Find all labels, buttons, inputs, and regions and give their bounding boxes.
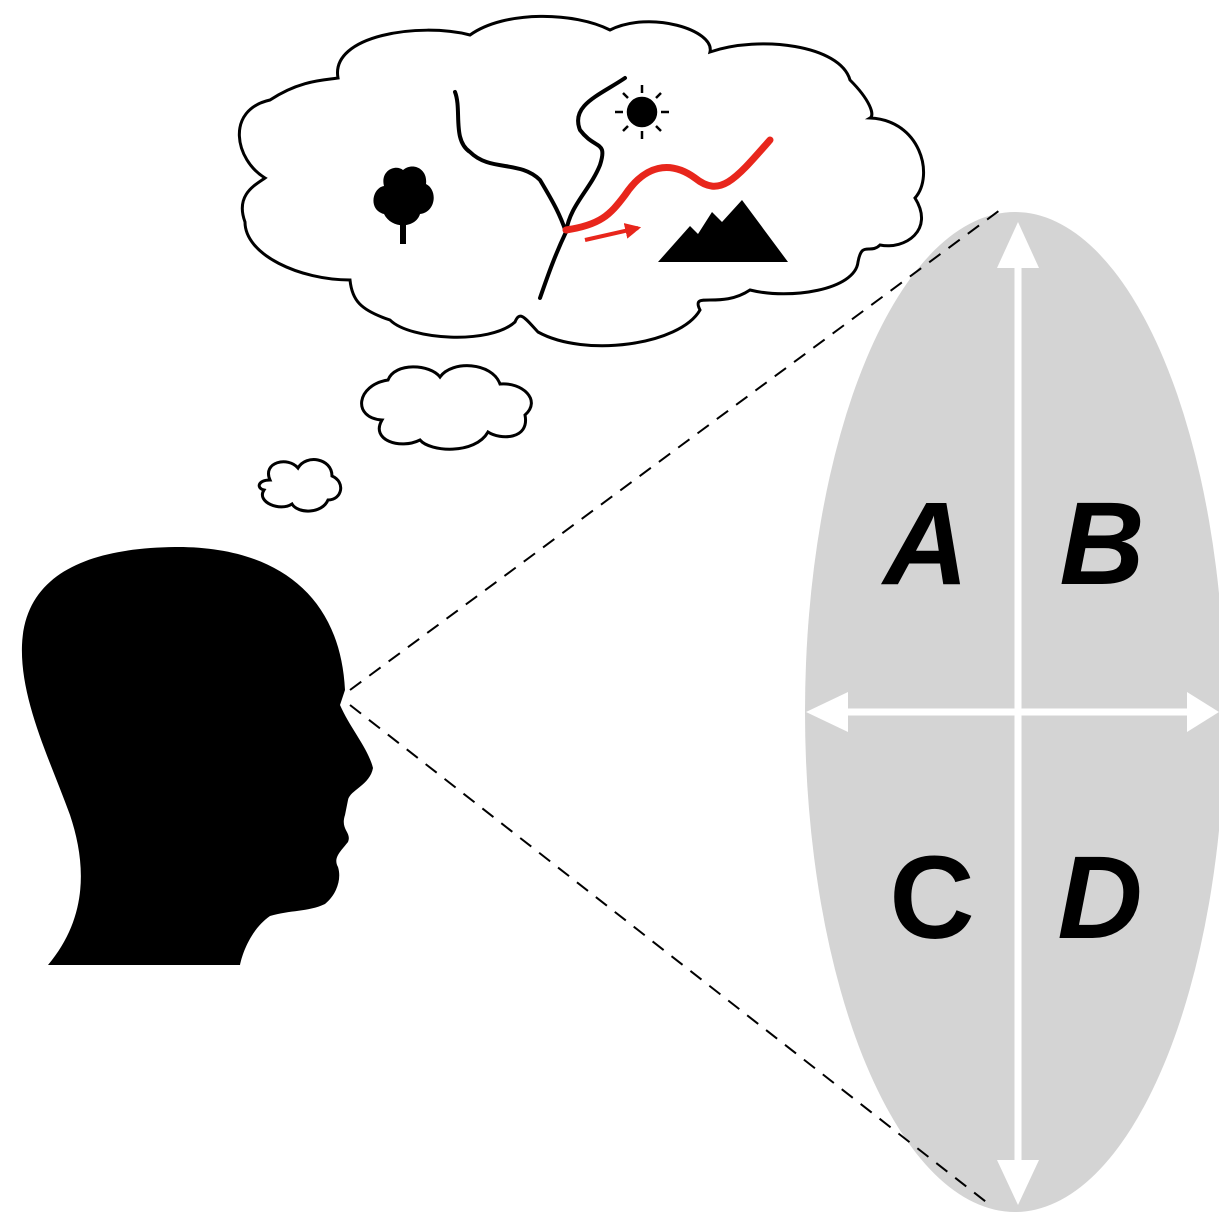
path-network [453, 76, 627, 300]
thought-bubble-medium-icon [360, 364, 533, 451]
horizontal-axis-left-arrowhead [806, 692, 848, 732]
view-cone-lower-line [349, 704, 991, 1206]
path-arrow-icon [584, 223, 642, 242]
tree-icon [373, 166, 434, 244]
left-path-line [453, 90, 568, 234]
quadrant-label-a: A [880, 478, 968, 610]
horizontal-axis-right-arrowhead [1187, 692, 1219, 732]
axes [806, 222, 1219, 1205]
mountain-icon [658, 200, 788, 262]
quadrant-label-b: B [1059, 478, 1144, 610]
right-path-line [538, 76, 627, 300]
highlighted-route [562, 136, 774, 234]
view-cone [349, 209, 1001, 1206]
view-cone-upper-line [349, 209, 1001, 691]
vertical-axis-bottom-arrowhead [997, 1160, 1039, 1205]
thought-bubble-small-icon [257, 458, 343, 513]
thought-bubble-icon [237, 14, 925, 348]
quadrant-label-c: C [889, 832, 974, 964]
quadrant-label-d: D [1057, 832, 1142, 964]
sun-icon [615, 85, 669, 139]
head-silhouette-icon [21, 546, 373, 965]
vertical-axis-top-arrowhead [997, 222, 1039, 268]
